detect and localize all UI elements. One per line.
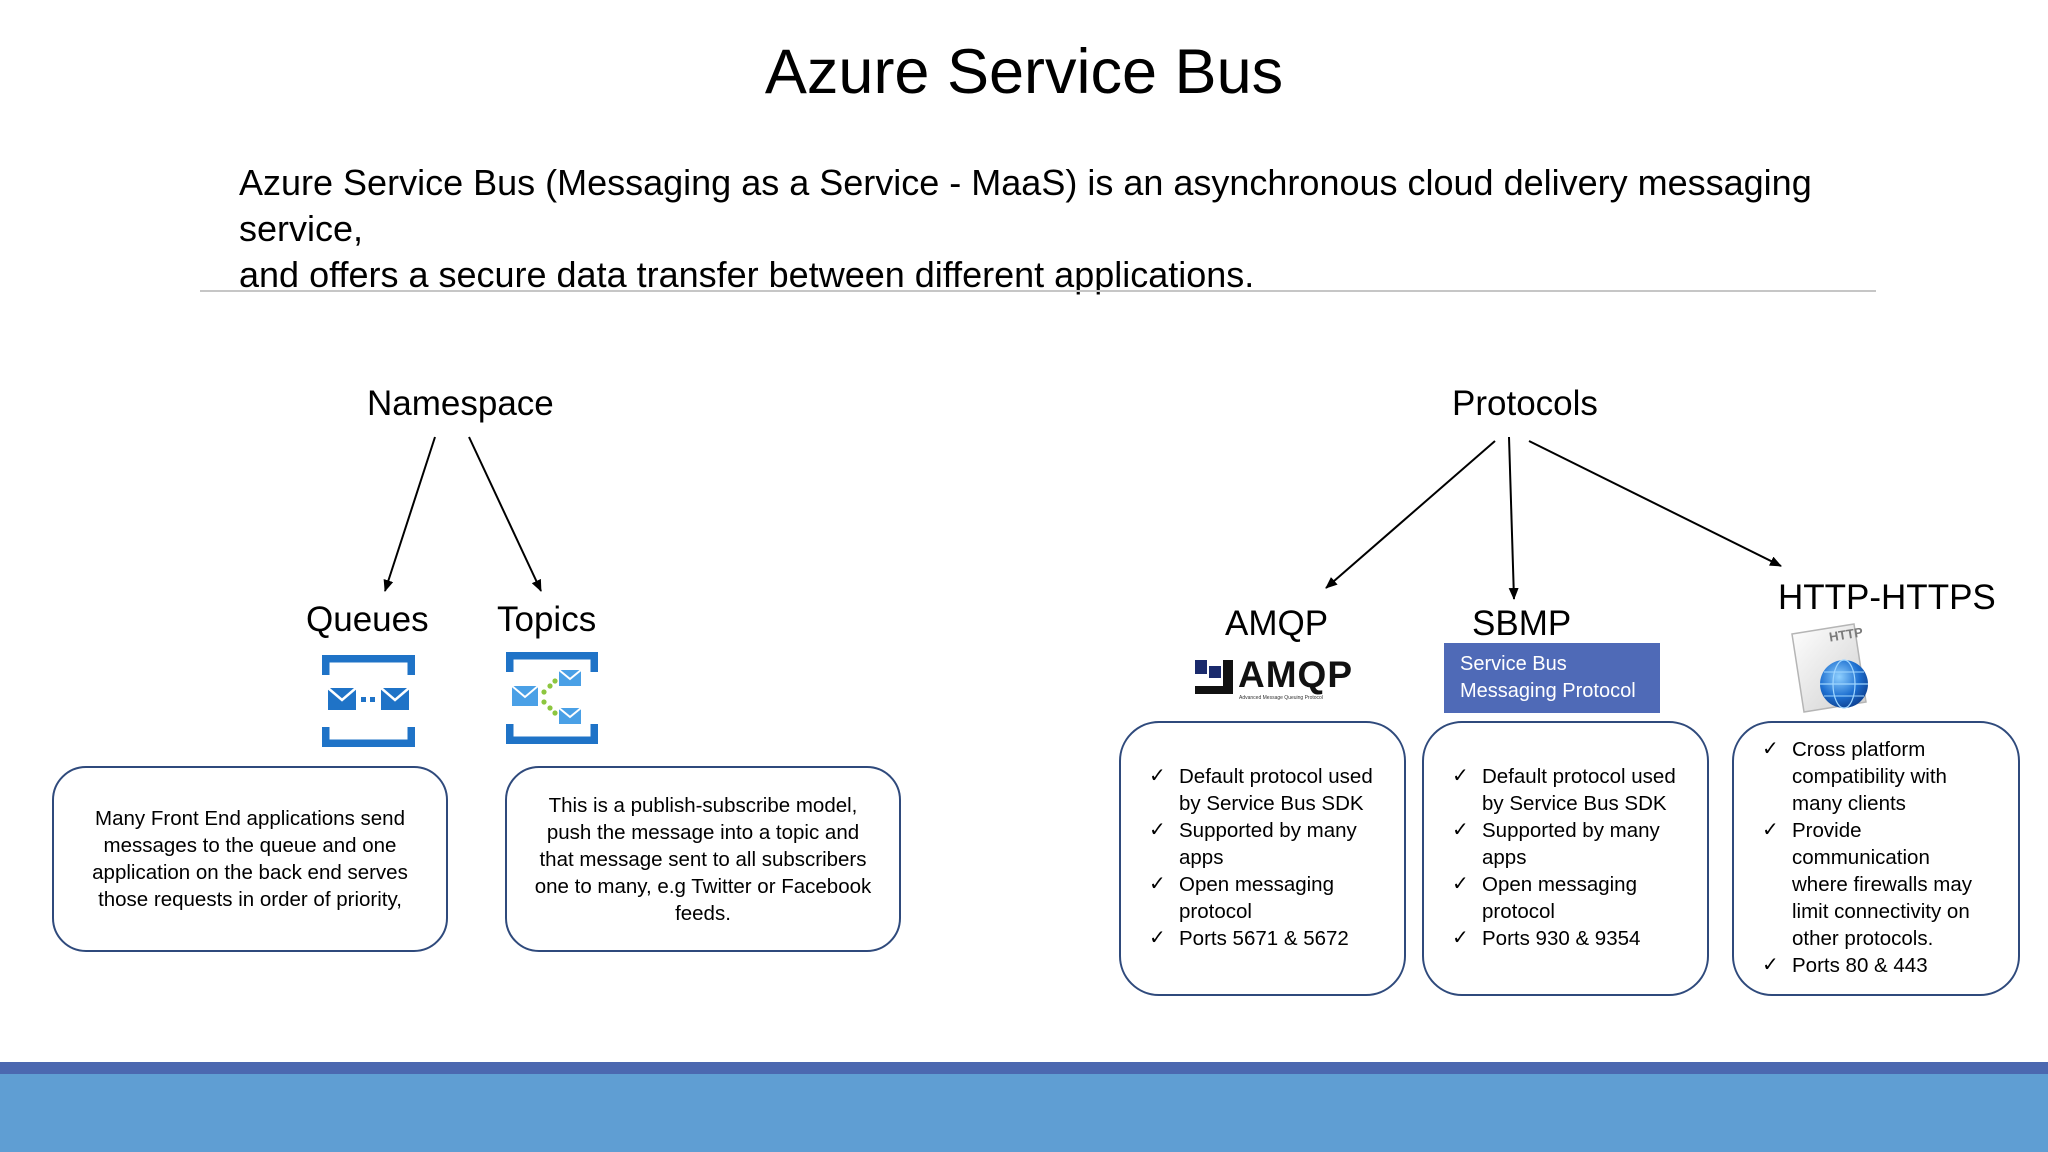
sbmp-logo-line-2: Messaging Protocol [1460, 680, 1636, 702]
list-item: ✓ Ports 5671 & 5672 [1149, 925, 1373, 952]
topics-description-line: one to many, e.g Twitter or Facebook [534, 874, 872, 898]
amqp-logo-text: AMQP [1238, 654, 1353, 695]
sbmp-logo: Service Bus Messaging Protocol [1444, 643, 1660, 713]
feature-line: where firewalls may [1792, 873, 1972, 896]
queues-description-line: Many Front End applications send [95, 807, 405, 830]
http-feature-list: ✓ Cross platform compatibility with many cl… [1762, 736, 1972, 979]
http-globe-icon [1791, 623, 1868, 713]
check-icon: ✓ [1149, 873, 1166, 895]
amqp-logo-subtext: Advanced Message Queuing Protocol [1239, 695, 1323, 701]
page-title: Azure Service Bus [764, 37, 1284, 107]
feature-line: Supported by many [1482, 819, 1660, 842]
feature-line: communication [1792, 846, 1930, 869]
topics-description-line: feeds. [675, 901, 731, 925]
amqp-label: AMQP [1225, 604, 1329, 643]
intro-text: Azure Service Bus (Messaging as a Servic… [239, 160, 1899, 298]
amqp-feature-list: ✓ Default protocol used by Service Bus SDK… [1149, 763, 1373, 952]
arrow-to-sbmp [1508, 436, 1519, 600]
topic-icon [506, 652, 598, 744]
feature-line: Provide [1792, 819, 1862, 842]
feature-line: other protocols. [1792, 927, 1934, 950]
check-icon: ✓ [1762, 819, 1779, 841]
feature-line: compatibility with [1792, 765, 1947, 788]
list-item: ✓ Ports 80 & 443 [1762, 952, 1972, 979]
feature-line: Ports 5671 & 5672 [1179, 927, 1349, 950]
feature-line: Default protocol used [1179, 765, 1373, 788]
queues-description: Many Front End applications send message… [92, 805, 408, 913]
check-icon: ✓ [1149, 765, 1166, 787]
feature-line: Ports 930 & 9354 [1482, 927, 1641, 950]
check-icon: ✓ [1452, 765, 1469, 787]
feature-line: apps [1482, 846, 1527, 869]
topics-description-line: This is a publish-subscribe model, [548, 793, 858, 817]
list-item: ✓ Default protocol used by Service Bus SDK [1452, 763, 1676, 817]
feature-line: protocol [1482, 900, 1555, 923]
divider [200, 290, 1876, 292]
feature-line: Ports 80 & 443 [1792, 954, 1928, 977]
queues-description-line: those requests in order of priority, [98, 888, 402, 911]
topics-label: Topics [497, 600, 597, 639]
list-item: ✓ Cross platform compatibility with many cl… [1762, 736, 1972, 817]
topics-description-line: push the message into a topic and [546, 820, 860, 844]
arrow-to-http [1528, 440, 1782, 567]
namespace-label: Namespace [367, 384, 554, 423]
check-icon: ✓ [1149, 927, 1166, 949]
list-item: ✓ Open messaging protocol [1149, 871, 1373, 925]
list-item: ✓ Provide communication where firewalls may… [1762, 817, 1972, 952]
feature-line: Default protocol used [1482, 765, 1676, 788]
sbmp-label: SBMP [1472, 604, 1572, 643]
feature-line: Open messaging [1179, 873, 1334, 896]
topics-description: This is a publish-subscribe model, push … [535, 792, 872, 927]
queues-description-line: messages to the queue and one [103, 834, 397, 857]
http-label: HTTP-HTTPS [1778, 578, 1996, 617]
amqp-logo: AMQP Advanced Message Queuing Protocol [1195, 654, 1359, 702]
list-item: ✓ Supported by many apps [1452, 817, 1676, 871]
topics-description-card: This is a publish-subscribe model, push … [505, 766, 901, 952]
list-item: ✓ Ports 930 & 9354 [1452, 925, 1676, 952]
check-icon: ✓ [1762, 738, 1779, 760]
arrow-to-amqp [1325, 440, 1496, 589]
check-icon: ✓ [1149, 819, 1166, 841]
http-card: ✓ Cross platform compatibility with many cl… [1732, 721, 2020, 996]
check-icon: ✓ [1452, 873, 1469, 895]
feature-line: Open messaging [1482, 873, 1637, 896]
feature-line: by Service Bus SDK [1179, 792, 1364, 815]
intro-line-2: and offers a secure data transfer betwee… [239, 254, 1255, 295]
check-icon: ✓ [1762, 954, 1779, 976]
arrow-to-topics [468, 436, 542, 592]
feature-line: limit connectivity on [1792, 900, 1970, 923]
topics-description-line: that message sent to all subscribers [539, 847, 867, 871]
intro-line-1: Azure Service Bus (Messaging as a Servic… [239, 162, 1812, 249]
check-icon: ✓ [1452, 819, 1469, 841]
list-item: ✓ Default protocol used by Service Bus SDK [1149, 763, 1373, 817]
sbmp-card: ✓ Default protocol used by Service Bus SDK… [1422, 721, 1709, 996]
queues-description-card: Many Front End applications send message… [52, 766, 448, 952]
check-icon: ✓ [1452, 927, 1469, 949]
feature-line: by Service Bus SDK [1482, 792, 1667, 815]
queues-description-line: application on the back end serves [92, 861, 408, 884]
sbmp-feature-list: ✓ Default protocol used by Service Bus SDK… [1452, 763, 1676, 952]
amqp-logo-mark [1195, 660, 1233, 694]
queue-icon [322, 655, 415, 747]
footer-accent-line [0, 1062, 2048, 1074]
feature-line: apps [1179, 846, 1224, 869]
feature-line: Cross platform [1792, 738, 1926, 761]
feature-line: Supported by many [1179, 819, 1357, 842]
amqp-card: ✓ Default protocol used by Service Bus SDK… [1119, 721, 1406, 996]
feature-line: many clients [1792, 792, 1906, 815]
footer-band [0, 1074, 2048, 1152]
feature-line: protocol [1179, 900, 1252, 923]
queues-label: Queues [306, 600, 429, 639]
list-item: ✓ Supported by many apps [1149, 817, 1373, 871]
protocols-label: Protocols [1452, 384, 1598, 423]
arrow-to-queues [383, 436, 436, 592]
sbmp-logo-line-1: Service Bus [1460, 653, 1567, 675]
list-item: ✓ Open messaging protocol [1452, 871, 1676, 925]
